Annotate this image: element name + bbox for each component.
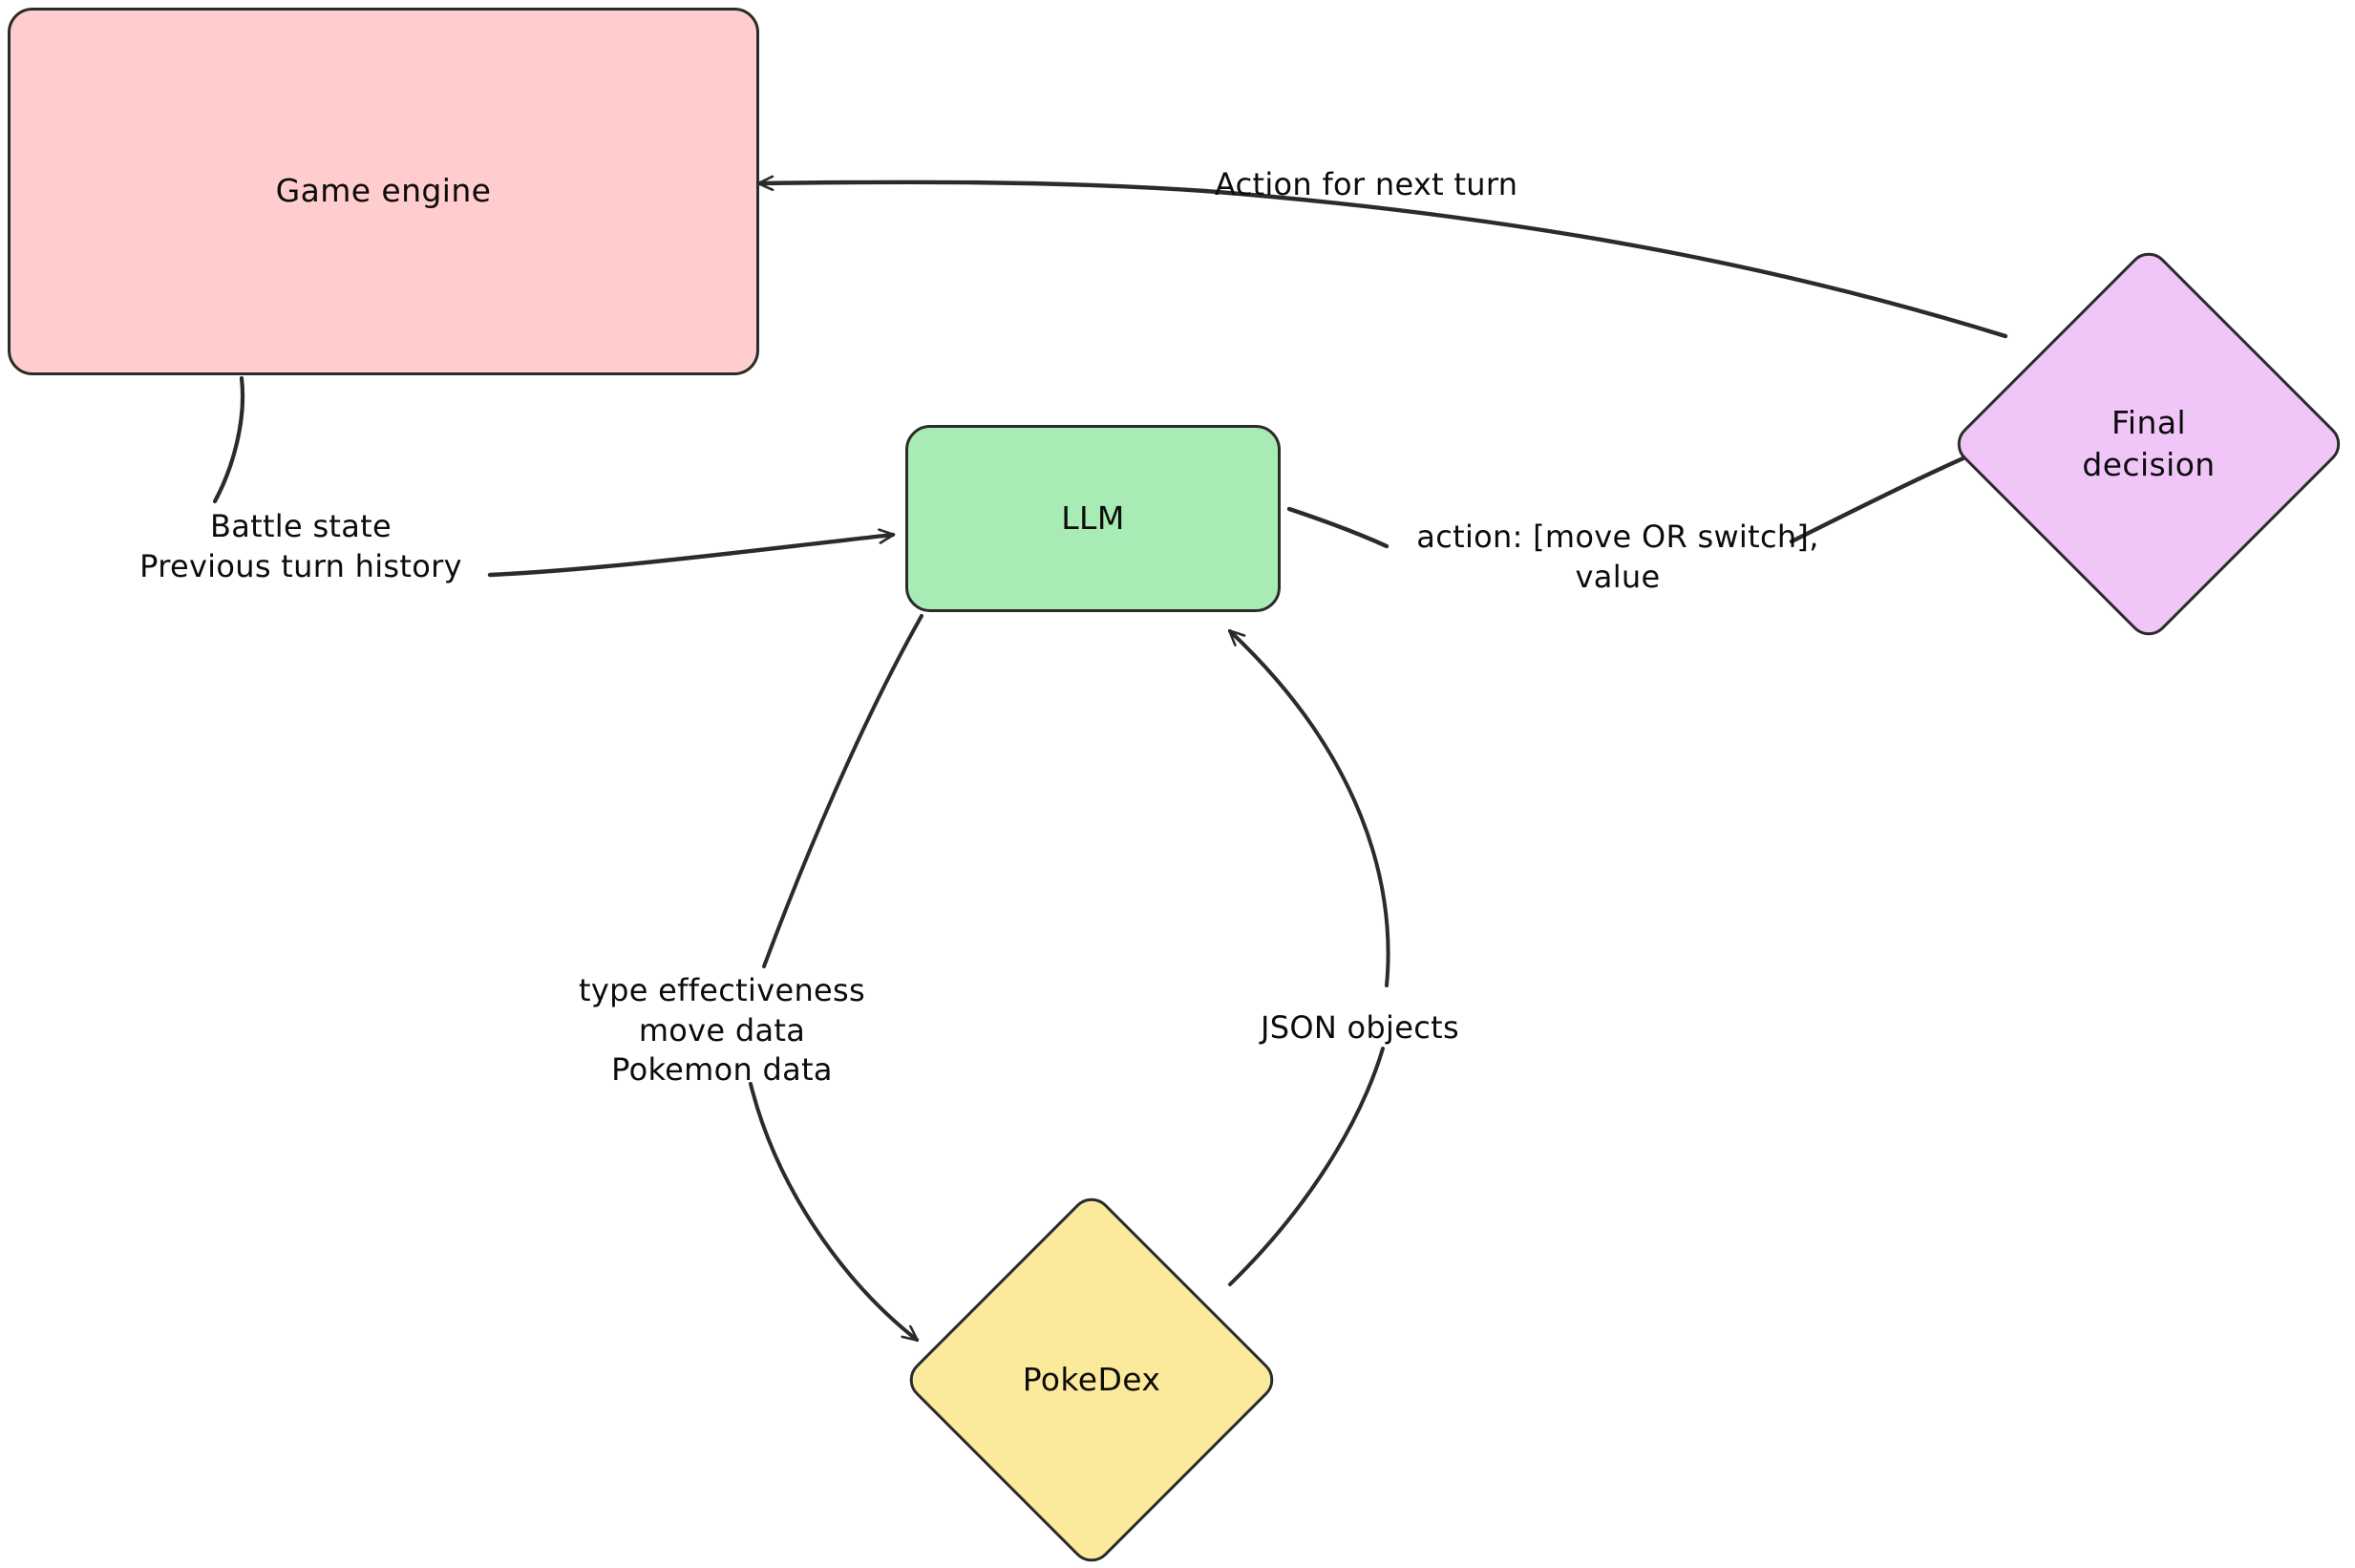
edge-label-battle-state: Battle state Previous turn history	[139, 508, 462, 584]
edge-label-action-for-next-turn: Action for next turn	[1215, 166, 1518, 202]
edge-pokedex-to-llm	[1230, 629, 1390, 1286]
edge-label-type-effectiveness: type effectiveness move data Pokemon dat…	[579, 972, 865, 1089]
node-game-engine-label: Game engine	[275, 172, 492, 210]
node-game-engine[interactable]: Game engine	[8, 8, 759, 375]
node-final-decision[interactable]: Final decision	[1948, 244, 2349, 645]
node-final-decision-label: Final decision	[2082, 403, 2216, 483]
edge-label-action-move-or-switch: action: [move OR switch], value	[1416, 519, 1819, 595]
node-llm-label: LLM	[1061, 498, 1125, 537]
node-llm[interactable]: LLM	[905, 425, 1281, 612]
node-pokedex[interactable]: PokeDex	[901, 1189, 1283, 1568]
node-pokedex-label: PokeDex	[1022, 1360, 1161, 1398]
edge-final-decision-to-game-engine	[759, 182, 2008, 339]
edge-label-json-objects: JSON objects	[1261, 1009, 1459, 1046]
